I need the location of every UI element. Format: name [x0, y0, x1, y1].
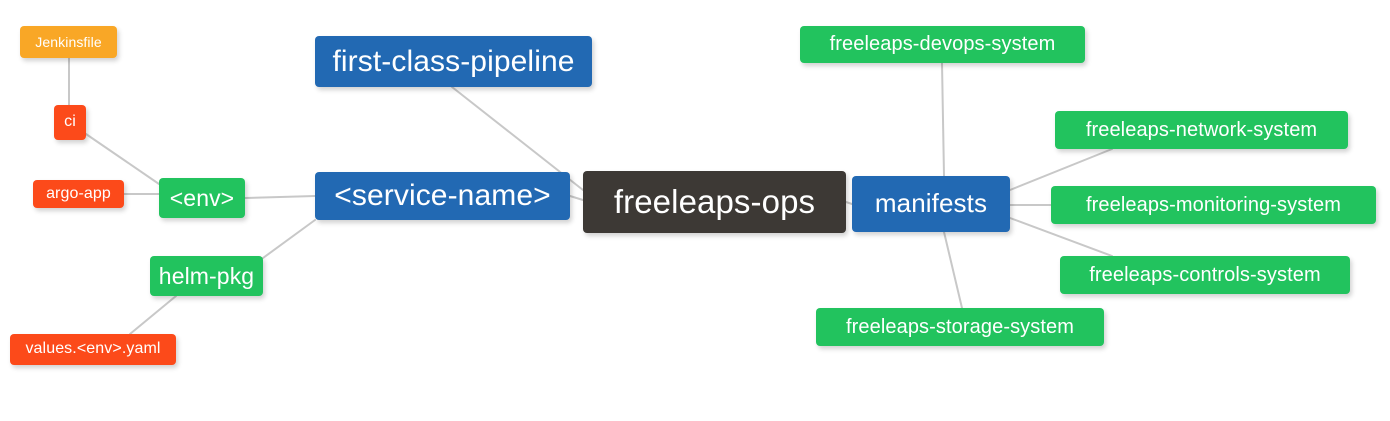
node-label: freeleaps-devops-system — [829, 33, 1056, 55]
node-label: <service-name> — [334, 179, 551, 213]
node-freeleaps-monitoring-system[interactable]: freeleaps-monitoring-system — [1051, 186, 1376, 224]
node-first-class-pipeline[interactable]: first-class-pipeline — [315, 36, 592, 87]
node-label: helm-pkg — [158, 262, 255, 289]
node-helm-pkg[interactable]: helm-pkg — [150, 256, 263, 296]
node-manifests[interactable]: manifests — [852, 176, 1010, 232]
node-label: ci — [64, 113, 76, 131]
edge-env-to-ci — [85, 133, 160, 185]
edge-helm-pkg-to-values-env-yaml — [129, 295, 177, 335]
node-label: <env> — [169, 184, 235, 211]
edge-manifests-to-freeleaps-network-system — [1009, 148, 1113, 191]
node-freeleaps-ops[interactable]: freeleaps-ops — [583, 171, 846, 233]
node-jenkinsfile[interactable]: Jenkinsfile — [20, 26, 117, 58]
node-values-env-yaml[interactable]: values.<env>.yaml — [10, 334, 176, 365]
node-freeleaps-controls-system[interactable]: freeleaps-controls-system — [1060, 256, 1350, 294]
edge-service-name-to-helm-pkg — [262, 219, 316, 259]
edge-freeleaps-ops-to-service-name — [569, 195, 584, 201]
node-freeleaps-network-system[interactable]: freeleaps-network-system — [1055, 111, 1348, 149]
node-label: freeleaps-network-system — [1085, 118, 1318, 141]
node-label: freeleaps-storage-system — [845, 315, 1075, 338]
node-label: Jenkinsfile — [35, 33, 102, 50]
edge-manifests-to-freeleaps-devops-system — [941, 62, 945, 177]
node-ci[interactable]: ci — [54, 105, 86, 140]
node-service-name[interactable]: <service-name> — [315, 172, 570, 220]
edge-manifests-to-freeleaps-storage-system — [943, 231, 963, 309]
node-label: freeleaps-ops — [613, 182, 816, 220]
node-label: values.<env>.yaml — [25, 340, 161, 358]
node-argo-app[interactable]: argo-app — [33, 180, 124, 208]
edge-service-name-to-env — [244, 195, 316, 199]
node-freeleaps-storage-system[interactable]: freeleaps-storage-system — [816, 308, 1104, 346]
node-freeleaps-devops-system[interactable]: freeleaps-devops-system — [800, 26, 1085, 63]
node-env[interactable]: <env> — [159, 178, 245, 218]
node-label: argo-app — [46, 184, 111, 202]
node-label: freeleaps-monitoring-system — [1085, 193, 1341, 216]
node-label: manifests — [874, 188, 988, 219]
node-label: first-class-pipeline — [332, 44, 575, 78]
node-label: freeleaps-controls-system — [1089, 263, 1321, 286]
